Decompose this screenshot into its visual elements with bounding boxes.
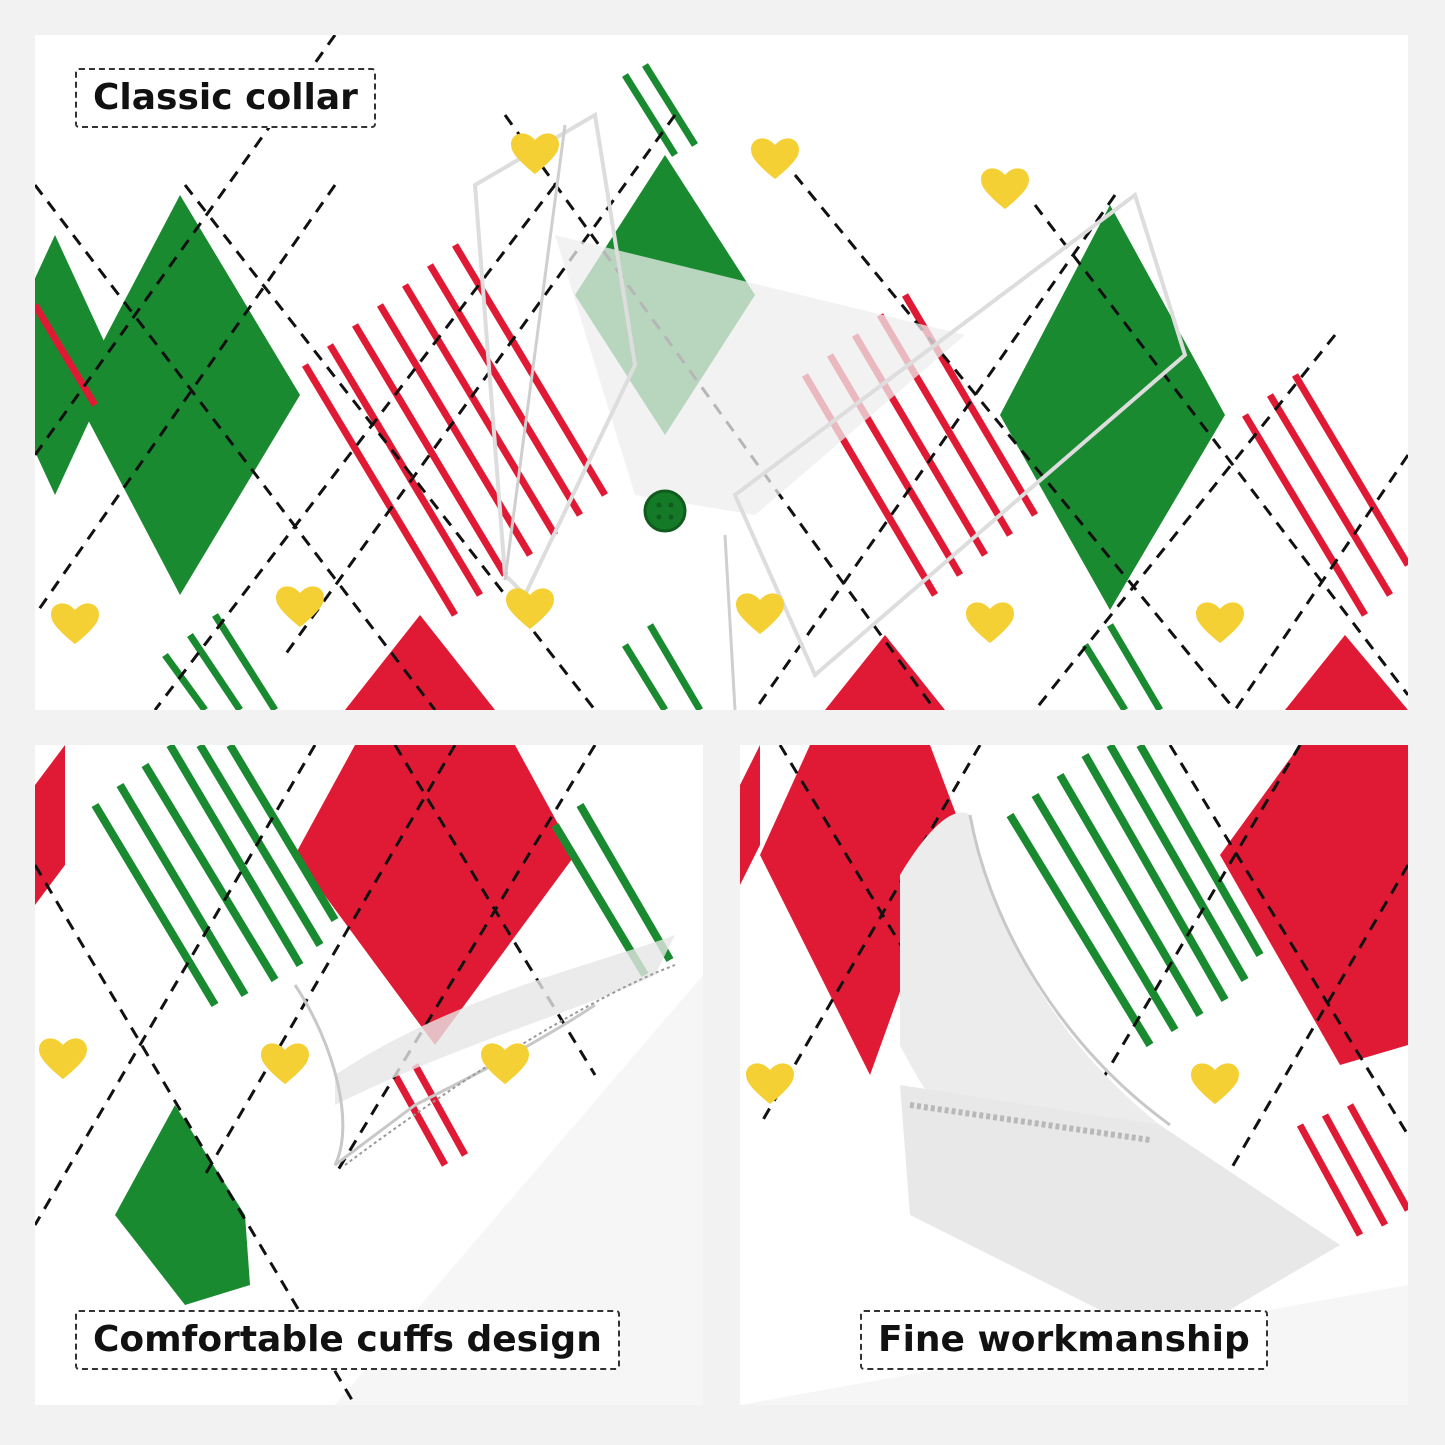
heart-icon: [506, 588, 554, 629]
seam-line: [968, 814, 1171, 1127]
workmanship-feature-label: Fine workmanship: [860, 1310, 1268, 1370]
heart-icons: [51, 133, 1244, 644]
heart-icon: [966, 602, 1014, 643]
green-diamond: [115, 1105, 250, 1305]
green-stripes: [162, 63, 1164, 710]
overlock-stitch: [909, 1102, 1151, 1143]
button-icon: [643, 489, 687, 533]
heart-icons: [39, 1038, 529, 1084]
red-diamond: [35, 745, 65, 905]
green-diamond: [1000, 205, 1225, 610]
cuff-stitch: [344, 964, 676, 1166]
hem-detail-photo: [740, 745, 1408, 1405]
red-diamond: [760, 745, 960, 1075]
red-diamond: [295, 745, 575, 1045]
heart-icon: [751, 138, 799, 179]
collar-illustration: [35, 35, 1408, 710]
red-diamond: [345, 615, 495, 710]
red-diamond: [740, 745, 760, 885]
heart-icon: [51, 603, 99, 644]
heart-icon: [1196, 602, 1244, 643]
hem-band: [900, 1085, 1340, 1345]
cuff-illustration: [35, 745, 703, 1405]
green-stripes: [1006, 745, 1264, 1048]
hem-illustration: [740, 745, 1408, 1405]
heart-icons: [746, 1063, 1239, 1104]
collar-detail-photo: [35, 35, 1408, 710]
heart-icon: [736, 593, 784, 634]
heart-icon: [511, 133, 559, 174]
heart-icon: [261, 1043, 309, 1084]
heart-icon: [981, 168, 1029, 209]
heart-icon: [481, 1043, 529, 1084]
collar-inner-band: [555, 235, 965, 515]
heart-icon: [746, 1063, 794, 1104]
cuff-detail-photo: [35, 745, 703, 1405]
heart-icon: [39, 1038, 87, 1079]
collar-feature-label: Classic collar: [75, 68, 376, 128]
red-stripes: [1296, 1103, 1408, 1237]
cuff-fold: [293, 984, 596, 1167]
heart-icon: [1191, 1063, 1239, 1104]
red-diamond: [1285, 635, 1408, 710]
placket-seam: [723, 534, 737, 710]
cuff-hem: [335, 935, 675, 1105]
collar-seam: [503, 124, 567, 581]
green-stripes: [91, 745, 674, 1008]
collar-left-point: [472, 111, 638, 599]
red-stripes: [391, 1063, 469, 1167]
cuffs-feature-label: Comfortable cuffs design: [75, 1310, 620, 1370]
heart-icon: [276, 586, 324, 627]
red-diamond: [825, 635, 945, 710]
red-diamond: [1220, 745, 1408, 1065]
collar-right-point: [732, 191, 1188, 679]
